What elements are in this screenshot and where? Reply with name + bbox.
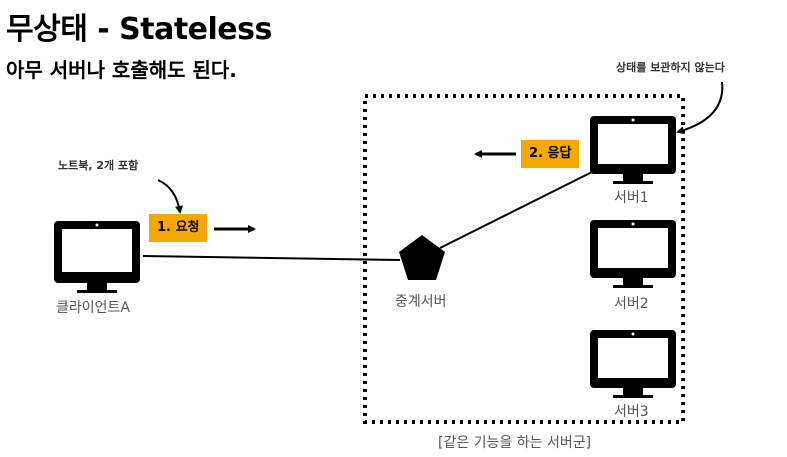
proxy-pentagon-icon	[399, 235, 445, 280]
server2-label: 서버2	[614, 296, 649, 312]
page-subtitle: 아무 서버나 호출해도 된다.	[6, 58, 237, 82]
server2-monitor-icon	[590, 220, 676, 288]
client-note-curved-arrow-icon	[157, 179, 183, 214]
client-proxy-connection	[142, 255, 401, 261]
server-note: 상태를 보관하지 않는다	[616, 61, 725, 74]
proxy-server1-connection	[439, 171, 593, 249]
client-monitor-icon	[54, 221, 140, 293]
server-note-curved-arrow-icon	[676, 81, 724, 135]
client-note: 노트북, 2개 포함	[58, 159, 139, 172]
response-badge: 2. 응답	[521, 140, 580, 168]
client-label: 클라이언트A	[56, 300, 130, 316]
server-group-boundary	[363, 94, 685, 424]
page-title: 무상태 - Stateless	[6, 12, 272, 47]
server3-monitor-icon	[590, 330, 676, 398]
server1-monitor-icon	[590, 116, 676, 184]
request-badge: 1. 요청	[149, 214, 208, 242]
server1-label: 서버1	[614, 190, 649, 206]
server3-label: 서버3	[614, 404, 649, 420]
server-group-label: [같은 기능을 하는 서버군]	[438, 435, 592, 451]
proxy-label: 중계서버	[395, 294, 447, 310]
